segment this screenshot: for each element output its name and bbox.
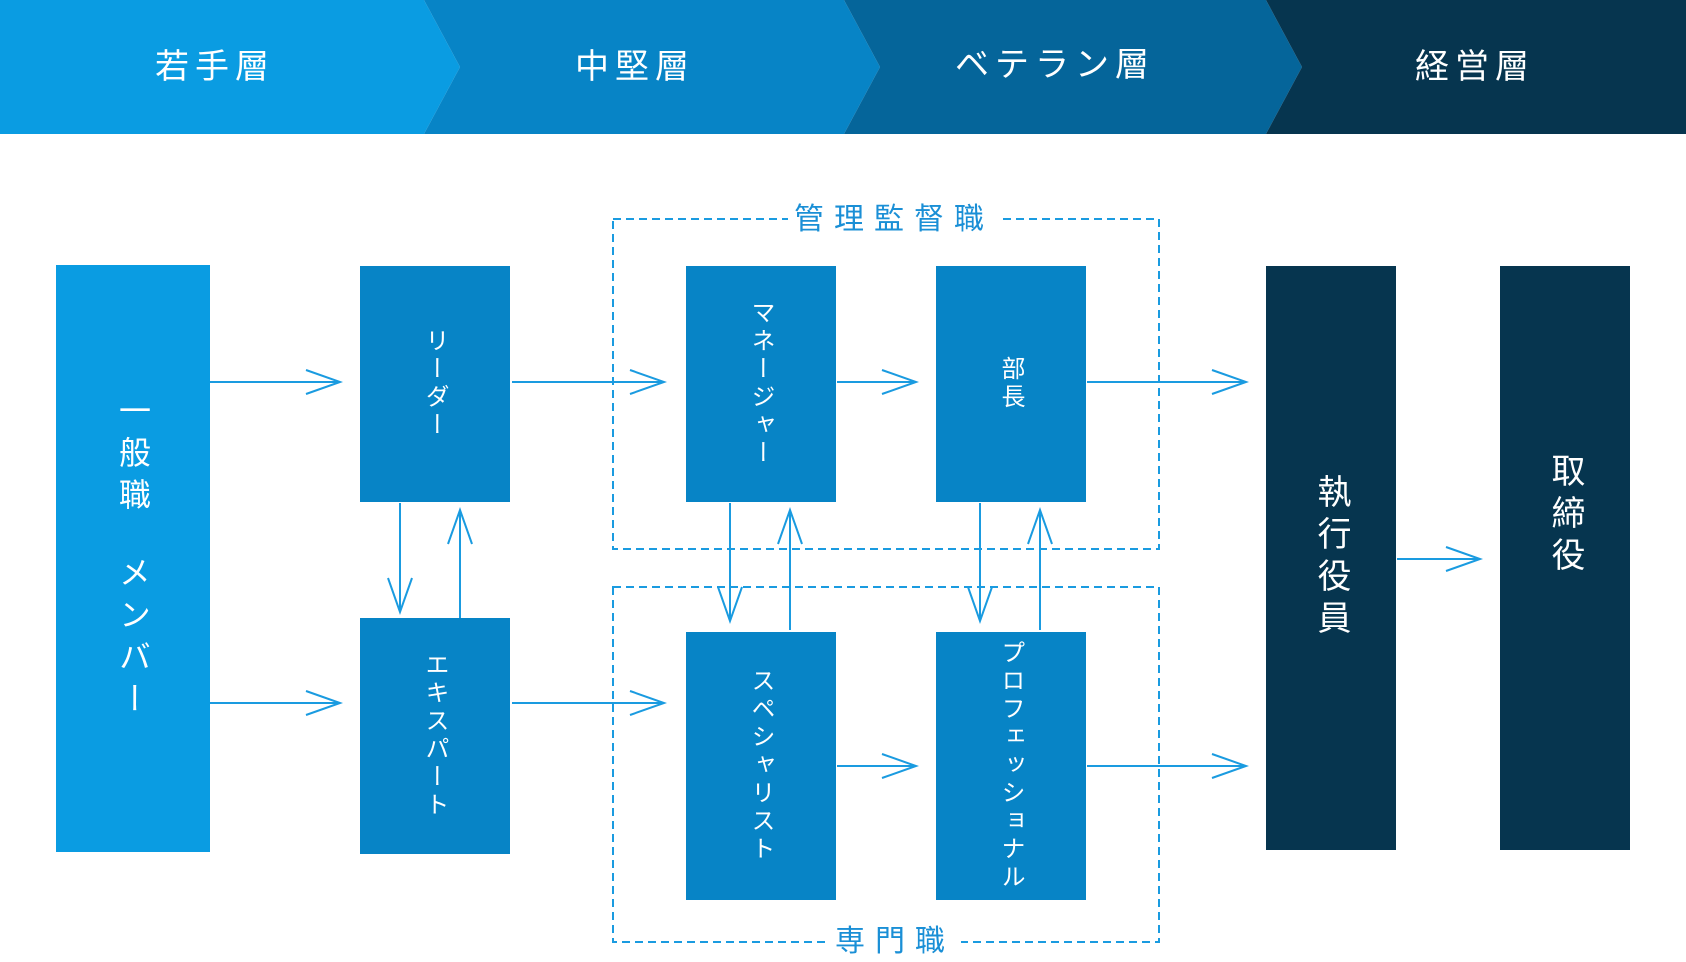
management-group-label: 管理監督職	[788, 205, 1000, 235]
bucho-label: 部長	[997, 356, 1025, 412]
stage-label-junior: 若手層	[155, 47, 275, 87]
arrow-bucho-to-executive	[1087, 369, 1250, 395]
arrow-general-to-expert	[210, 690, 344, 716]
arrow-bucho-to-professional	[967, 503, 993, 625]
expert-label: エキスパート	[421, 652, 449, 820]
arrow-specialist-to-manager	[777, 506, 803, 630]
professional-label: プロフェッショナル	[997, 640, 1025, 892]
arrow-manager-to-bucho	[837, 369, 920, 395]
arrow-leader-to-expert	[387, 503, 413, 616]
stage-chevron-veteran	[844, 0, 1302, 134]
general-member-box: 一般職 メンバー	[56, 265, 210, 852]
stage-label-midcareer: 中堅層	[575, 47, 695, 87]
stage-bar	[0, 0, 1686, 134]
general-member-line1: 一般職	[114, 393, 152, 520]
bucho-box: 部長	[936, 266, 1086, 502]
arrow-general-to-leader	[210, 369, 344, 395]
executive-box: 執行役員	[1266, 266, 1396, 850]
leader-box: リーダー	[360, 266, 510, 502]
arrow-professional-to-executive	[1087, 753, 1250, 779]
stage-chevron-midcareer	[424, 0, 880, 134]
specialist-label: スペシャリスト	[747, 668, 775, 864]
director-label: 取締役	[1545, 453, 1585, 579]
arrow-professional-to-bucho	[1027, 506, 1053, 630]
arrow-specialist-to-professional	[837, 753, 920, 779]
executive-label: 執行役員	[1311, 474, 1351, 642]
arrow-manager-to-specialist	[717, 503, 743, 625]
professional-box: プロフェッショナル	[936, 632, 1086, 900]
director-box: 取締役	[1500, 266, 1630, 850]
stage-label-management: 経営層	[1415, 47, 1535, 87]
specialist-group-label: 専門職	[829, 927, 961, 957]
leader-label: リーダー	[421, 328, 449, 440]
arrow-executive-to-director	[1397, 546, 1484, 572]
general-member-line2: メンバー	[114, 555, 152, 724]
stage-label-veteran: ベテラン層	[955, 45, 1155, 85]
stage-chevron-management	[1266, 0, 1686, 134]
arrow-leader-to-manager	[512, 369, 668, 395]
arrow-expert-to-specialist	[512, 690, 668, 716]
specialist-box: スペシャリスト	[686, 632, 836, 900]
manager-label: マネージャー	[747, 300, 775, 468]
arrow-expert-to-leader	[447, 506, 473, 618]
manager-box: マネージャー	[686, 266, 836, 502]
expert-box: エキスパート	[360, 618, 510, 854]
stage-chevron-junior	[0, 0, 460, 134]
